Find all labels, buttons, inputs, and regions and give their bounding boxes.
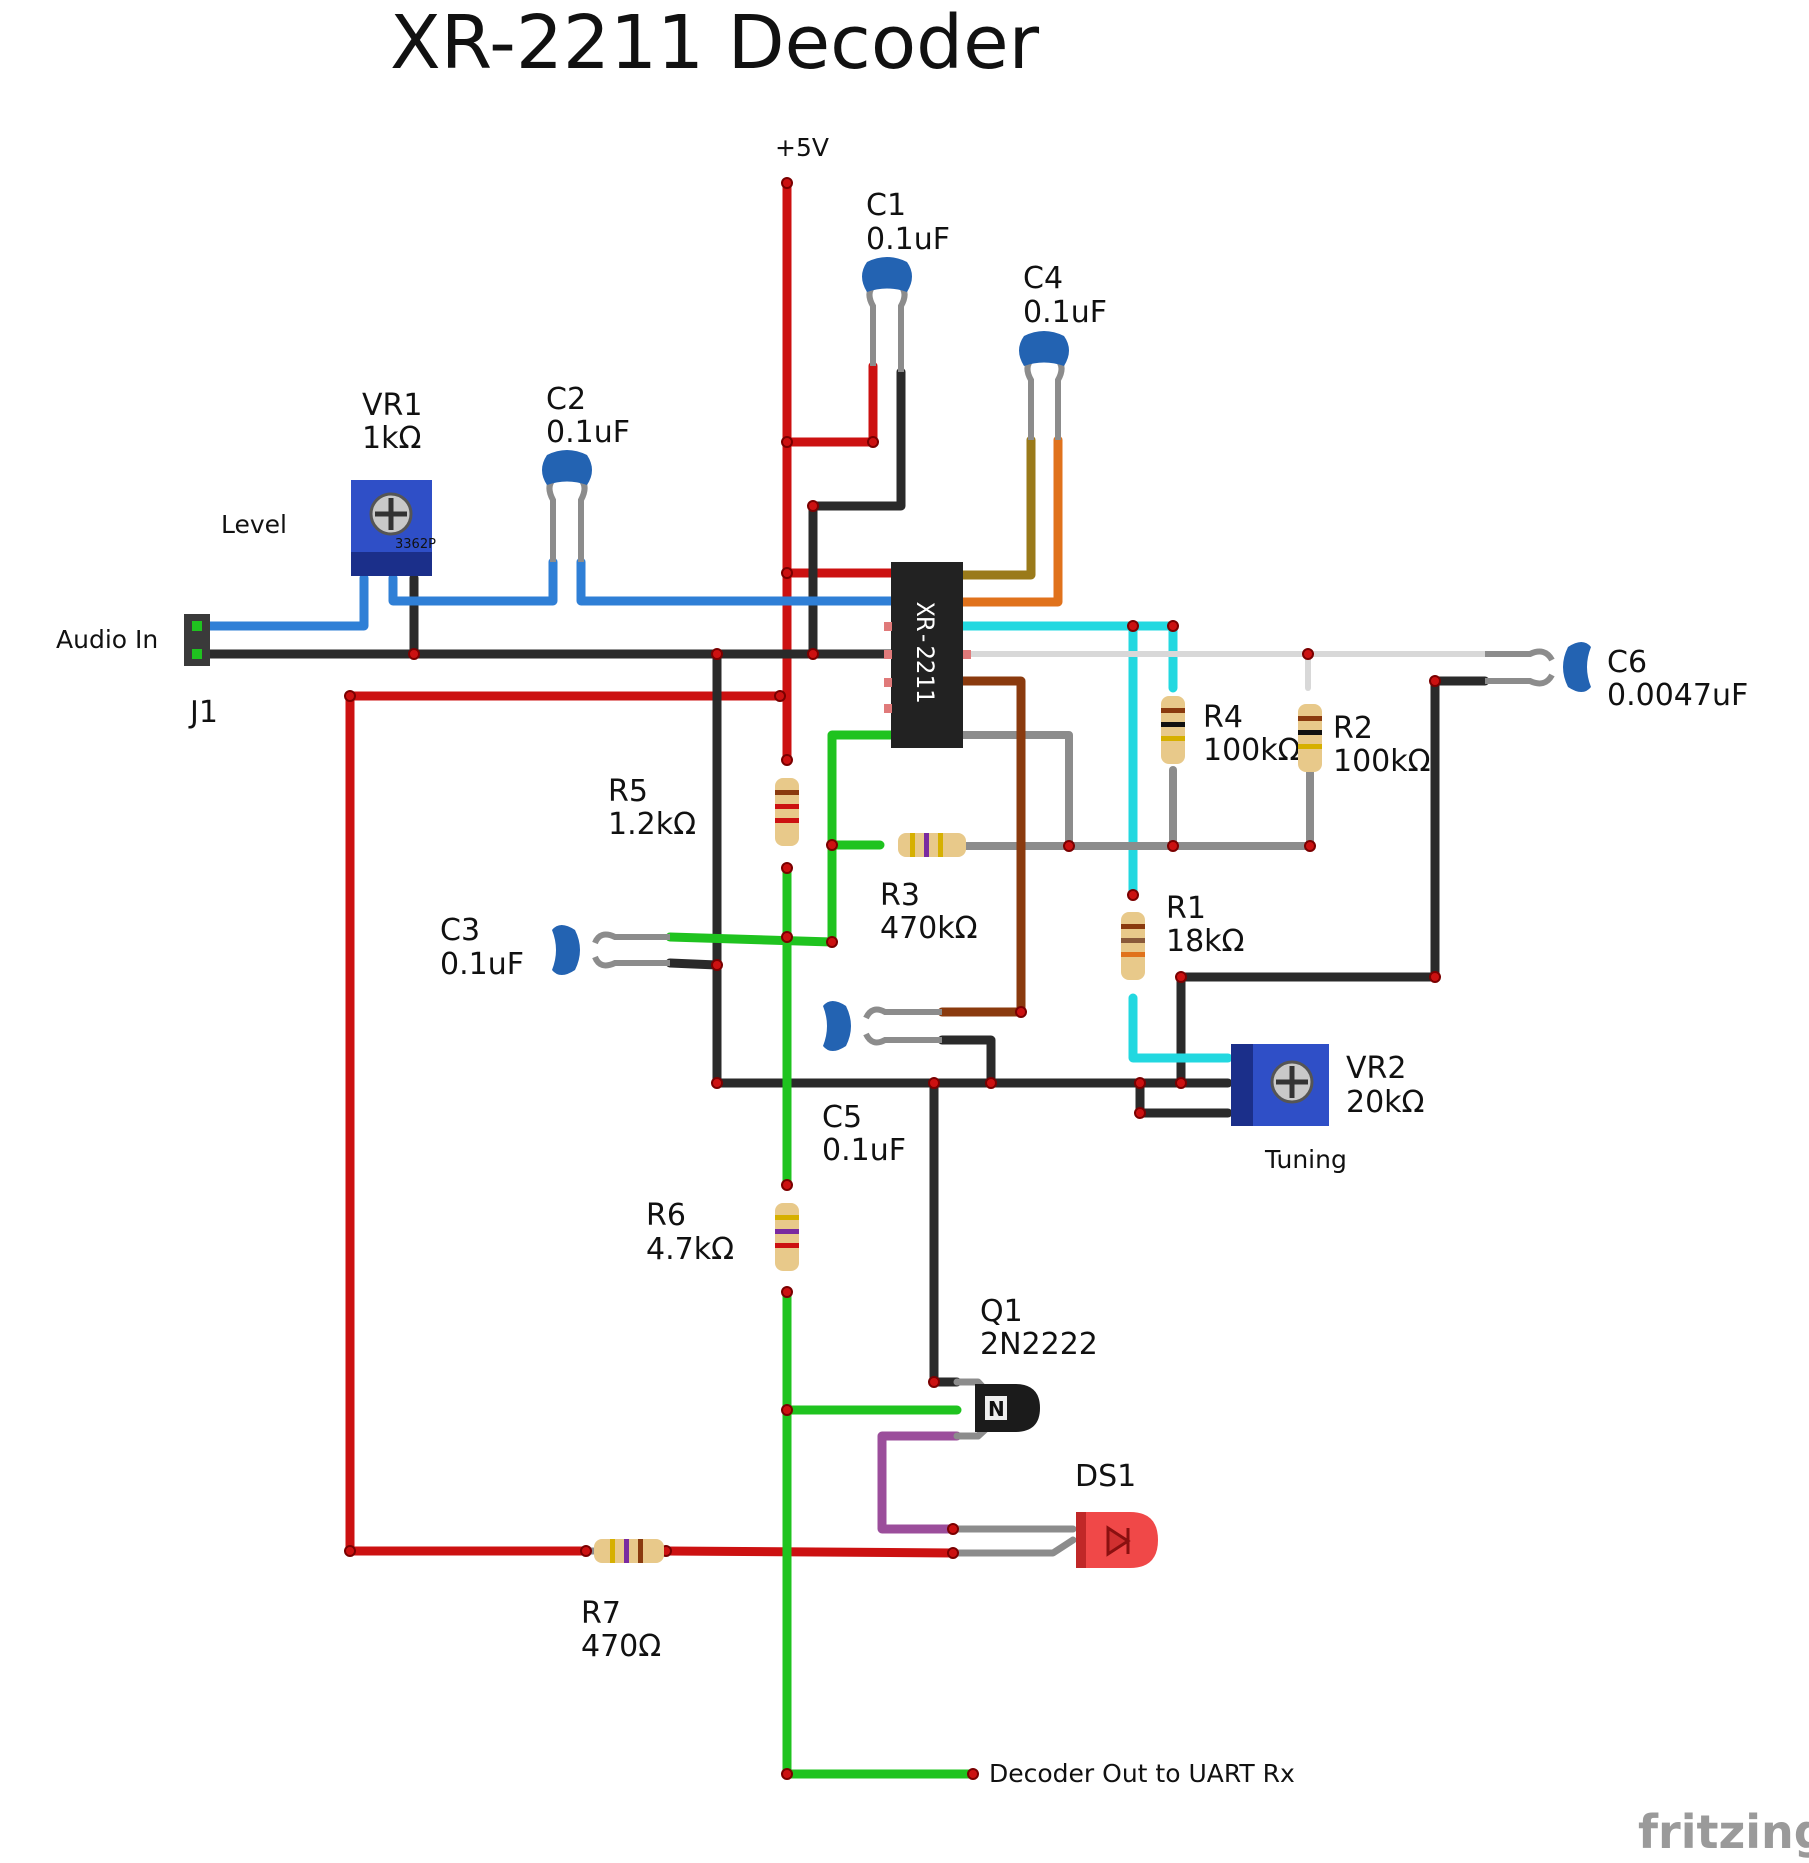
c3-ref: C3 <box>440 913 480 948</box>
ground-c3[interactable] <box>665 958 722 970</box>
r3-value: 470kΩ <box>880 911 978 946</box>
q1-transistor[interactable]: N <box>975 1384 1040 1432</box>
r2-value: 100kΩ <box>1333 744 1431 779</box>
ground-q1[interactable] <box>929 1078 962 1387</box>
output-label: Decoder Out to UART Rx <box>989 1759 1295 1788</box>
vr2-note: Tuning <box>1264 1145 1347 1174</box>
led-anode-wire[interactable] <box>661 1546 958 1558</box>
r5-value: 1.2kΩ <box>608 807 696 842</box>
c1-capacitor[interactable] <box>862 257 912 372</box>
vcc-to-c1[interactable] <box>782 361 878 447</box>
vr1-value: 1kΩ <box>362 421 421 456</box>
r6-ref: R6 <box>646 1198 686 1233</box>
c6-value: 0.0047uF <box>1607 678 1748 713</box>
r3-ref: R3 <box>880 878 920 913</box>
diagram-title: XR-2211 Decoder <box>390 0 1040 86</box>
c2-value: 0.1uF <box>546 415 630 450</box>
r1-bottom-wire[interactable] <box>1128 993 1233 1063</box>
r3-resistor[interactable] <box>898 833 1000 857</box>
r5-ref: R5 <box>608 774 648 809</box>
vr1-ref: VR1 <box>362 388 422 423</box>
c2-capacitor[interactable] <box>542 450 592 562</box>
r4-ref: R4 <box>1203 700 1243 735</box>
vr2-value: 20kΩ <box>1346 1085 1424 1120</box>
c5-ref: C5 <box>822 1100 862 1135</box>
vr1-trimmer[interactable]: 3362P <box>351 480 436 576</box>
c5-capacitor[interactable] <box>823 1001 942 1051</box>
q1-value: 2N2222 <box>980 1327 1098 1362</box>
c3-capacitor[interactable] <box>552 925 670 975</box>
r7-resistor[interactable] <box>594 1539 664 1563</box>
ic-to-r3-wire[interactable] <box>827 730 898 850</box>
vr1-knob-text: 3362P <box>395 537 436 552</box>
q1-collector-wire[interactable] <box>877 1431 962 1534</box>
r3-to-c3-wire[interactable] <box>665 840 837 947</box>
r6-resistor[interactable] <box>775 1203 799 1271</box>
q1-mark: N <box>988 1397 1005 1421</box>
r1-ref: R1 <box>1166 891 1206 926</box>
r7-value: 470Ω <box>581 1629 661 1664</box>
ground-left-rail[interactable] <box>712 649 1233 1088</box>
junctions <box>344 177 1441 1780</box>
vr1-wiper-wire[interactable] <box>388 557 558 606</box>
q1-ref: Q1 <box>980 1294 1023 1329</box>
led-feed-wire[interactable] <box>345 691 785 1556</box>
j1-connector[interactable] <box>184 614 210 666</box>
c2-ref: C2 <box>546 382 586 417</box>
r4-resistor[interactable] <box>1161 696 1185 764</box>
vcc-label: +5V <box>775 133 829 162</box>
r5-resistor[interactable] <box>775 778 799 846</box>
c4-capacitor[interactable] <box>1019 331 1069 440</box>
c6-wires <box>960 651 1488 691</box>
power-wires <box>345 178 958 1558</box>
audio-in-label: Audio In <box>56 625 158 654</box>
c5-wire[interactable] <box>937 676 1026 1017</box>
c4-wire-b[interactable] <box>958 435 1063 607</box>
j1-ref: J1 <box>188 695 218 730</box>
r7-ref: R7 <box>581 1596 621 1631</box>
audio-in-wire[interactable] <box>192 573 369 631</box>
c2-to-ic-wire[interactable] <box>576 557 898 606</box>
ic-to-loop-wire[interactable] <box>959 731 1073 850</box>
r6-value: 4.7kΩ <box>646 1232 734 1267</box>
c4-wire-a[interactable] <box>958 435 1036 580</box>
c4-ref: C4 <box>1023 261 1063 296</box>
c3-value: 0.1uF <box>440 947 524 982</box>
ds1-led[interactable] <box>1076 1512 1158 1568</box>
vr2-trimmer[interactable] <box>1231 1044 1329 1126</box>
ic-part-label: XR-2211 <box>911 602 939 703</box>
r4-value: 100kΩ <box>1203 733 1301 768</box>
c5-value: 0.1uF <box>822 1133 906 1168</box>
r1-value: 18kΩ <box>1166 924 1244 959</box>
ds1-ref: DS1 <box>1075 1459 1136 1494</box>
xr2211-ic[interactable]: XR-2211 <box>884 562 971 748</box>
r2-ref: R2 <box>1333 711 1373 746</box>
vr1-note: Level <box>221 510 287 539</box>
ground-c5[interactable] <box>937 1035 996 1088</box>
c1-value: 0.1uF <box>866 222 950 257</box>
r1-resistor[interactable] <box>1121 912 1145 980</box>
c6-capacitor[interactable] <box>1485 642 1591 692</box>
c1-ref: C1 <box>866 188 906 223</box>
c6-ref: C6 <box>1607 645 1647 680</box>
c4-value: 0.1uF <box>1023 295 1107 330</box>
ground-c1[interactable] <box>808 367 906 659</box>
input-wires <box>192 557 898 631</box>
r2-resistor[interactable] <box>1298 704 1322 772</box>
fritzing-watermark: fritzing <box>1638 1805 1809 1859</box>
vr2-ref: VR2 <box>1346 1051 1406 1086</box>
